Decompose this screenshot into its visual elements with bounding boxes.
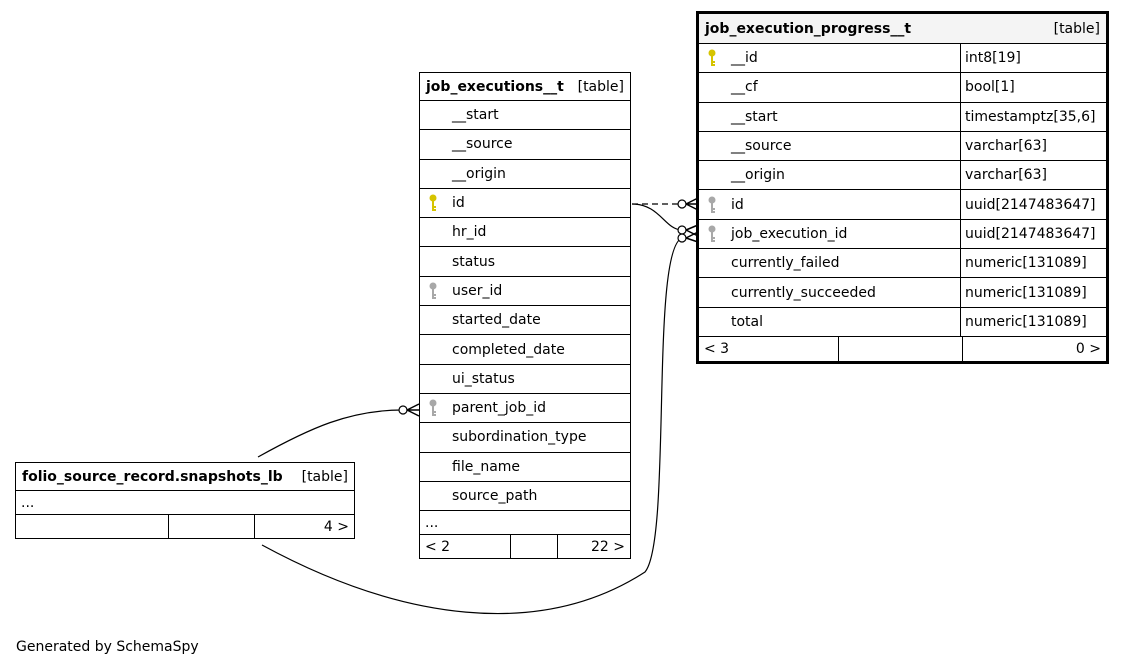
column-type: uuid[2147483647] <box>960 219 1106 249</box>
relation-line-snapshots-to-parent-job-id <box>257 409 403 458</box>
column-row[interactable]: status <box>420 247 630 277</box>
footer-parents-link[interactable]: < 3 <box>704 340 730 357</box>
primary-key-icon <box>428 194 438 212</box>
column-type: varchar[63] <box>960 131 1106 161</box>
table-name: job_executions__t <box>426 78 564 95</box>
column-row[interactable]: __origin varchar[63] <box>699 161 1106 191</box>
job-executions-table[interactable]: job_executions__t [table] __start __sourc… <box>419 72 631 560</box>
column-name: user_id <box>452 282 503 299</box>
column-row[interactable]: subordination_type <box>420 423 630 453</box>
footer-middle <box>838 336 962 361</box>
column-row[interactable]: currently_succeeded numeric[131089] <box>699 278 1106 308</box>
column-row[interactable]: completed_date <box>420 335 630 365</box>
column-type: numeric[131089] <box>960 307 1106 336</box>
column-name: __start <box>452 107 499 124</box>
table-header: job_execution_progress__t [table] <box>699 14 1106 44</box>
column-name: subordination_type <box>452 429 587 446</box>
foreign-key-icon <box>428 399 438 417</box>
column-type: numeric[131089] <box>960 249 1106 278</box>
more-columns-ellipsis: ... <box>420 511 630 536</box>
footer-parents-link[interactable]: < 2 <box>425 538 451 555</box>
column-row[interactable]: __start <box>420 101 630 131</box>
table-footer: < 3 0 > <box>699 336 1106 361</box>
foreign-key-icon <box>707 196 717 214</box>
column-name: __start <box>731 108 778 125</box>
column-name: ui_status <box>452 370 515 387</box>
table-footer: 4 > <box>16 515 354 538</box>
column-row[interactable]: __cf bool[1] <box>699 73 1106 103</box>
column-row[interactable]: started_date <box>420 306 630 336</box>
table-name: job_execution_progress__t <box>705 20 912 37</box>
column-row[interactable]: __start timestamptz[35,6] <box>699 102 1106 132</box>
primary-key-icon <box>707 49 717 67</box>
table-header: folio_source_record.snapshots_lb [table] <box>16 463 354 491</box>
column-name: __source <box>452 136 513 153</box>
column-name: currently_succeeded <box>731 284 876 301</box>
column-row[interactable]: id <box>420 189 630 219</box>
column-name: __cf <box>731 79 758 96</box>
snapshots-table[interactable]: folio_source_record.snapshots_lb [table]… <box>15 462 355 539</box>
column-name: status <box>452 253 496 270</box>
column-name: id <box>452 195 465 212</box>
table-kind: [table] <box>301 468 348 485</box>
column-name: total <box>731 313 764 330</box>
table-name: folio_source_record.snapshots_lb <box>22 468 283 485</box>
column-row[interactable]: ui_status <box>420 365 630 394</box>
column-name: id <box>731 196 744 213</box>
column-row[interactable]: hr_id <box>420 218 630 248</box>
column-name: __origin <box>452 165 506 182</box>
footer-children-link[interactable]: 0 > <box>962 336 1106 361</box>
column-name: __origin <box>731 167 785 184</box>
column-list: __id int8[19] __cf bool[1] __start timestampt… <box>699 44 1106 337</box>
column-row[interactable]: total numeric[131089] <box>699 307 1106 337</box>
column-type: uuid[2147483647] <box>960 190 1106 219</box>
column-name: job_execution_id <box>731 225 848 242</box>
column-row[interactable]: __id int8[19] <box>699 44 1106 74</box>
column-row[interactable]: __origin <box>420 160 630 189</box>
footer-middle <box>510 535 557 559</box>
column-type: varchar[63] <box>960 161 1106 190</box>
relation-line-snapshots-to-progress <box>261 237 683 615</box>
column-row[interactable]: __source varchar[63] <box>699 131 1106 162</box>
relation-line-id-to-job-execution-id <box>631 203 683 231</box>
column-name: completed_date <box>452 341 565 358</box>
column-row[interactable]: parent_job_id <box>420 394 630 424</box>
footer-parents-link[interactable] <box>16 515 168 538</box>
column-row[interactable]: file_name <box>420 453 630 482</box>
column-name: __id <box>731 50 758 67</box>
footer-children-link[interactable]: 22 > <box>557 535 630 559</box>
column-row[interactable]: user_id <box>420 277 630 307</box>
footer-middle <box>168 515 254 538</box>
column-row[interactable]: __source <box>420 130 630 160</box>
column-name: started_date <box>452 312 541 329</box>
column-name: file_name <box>452 458 521 475</box>
foreign-key-icon <box>428 282 438 300</box>
table-header: job_executions__t [table] <box>420 73 630 101</box>
column-row[interactable]: job_execution_id uuid[2147483647] <box>699 219 1106 250</box>
column-row[interactable]: currently_failed numeric[131089] <box>699 249 1106 279</box>
table-footer: < 2 22 > <box>420 535 630 559</box>
column-row[interactable]: source_path <box>420 482 630 512</box>
table-kind: [table] <box>577 78 624 95</box>
column-type: bool[1] <box>960 73 1106 102</box>
column-name: hr_id <box>452 224 487 241</box>
footer-children-link[interactable]: 4 > <box>254 515 354 538</box>
column-type: numeric[131089] <box>960 278 1106 307</box>
column-name: parent_job_id <box>452 400 547 417</box>
column-name: __source <box>731 138 792 155</box>
column-type: timestamptz[35,6] <box>960 102 1106 131</box>
column-name: currently_failed <box>731 255 840 272</box>
job-execution-progress-table[interactable]: job_execution_progress__t [table] __id in… <box>696 11 1109 364</box>
table-kind: [table] <box>1053 20 1100 37</box>
more-columns-ellipsis: ... <box>16 491 354 515</box>
column-type: int8[19] <box>960 44 1106 73</box>
foreign-key-icon <box>707 225 717 243</box>
column-row[interactable]: id uuid[2147483647] <box>699 190 1106 220</box>
generated-by-credit: Generated by SchemaSpy <box>16 639 199 655</box>
column-name: source_path <box>452 488 538 504</box>
